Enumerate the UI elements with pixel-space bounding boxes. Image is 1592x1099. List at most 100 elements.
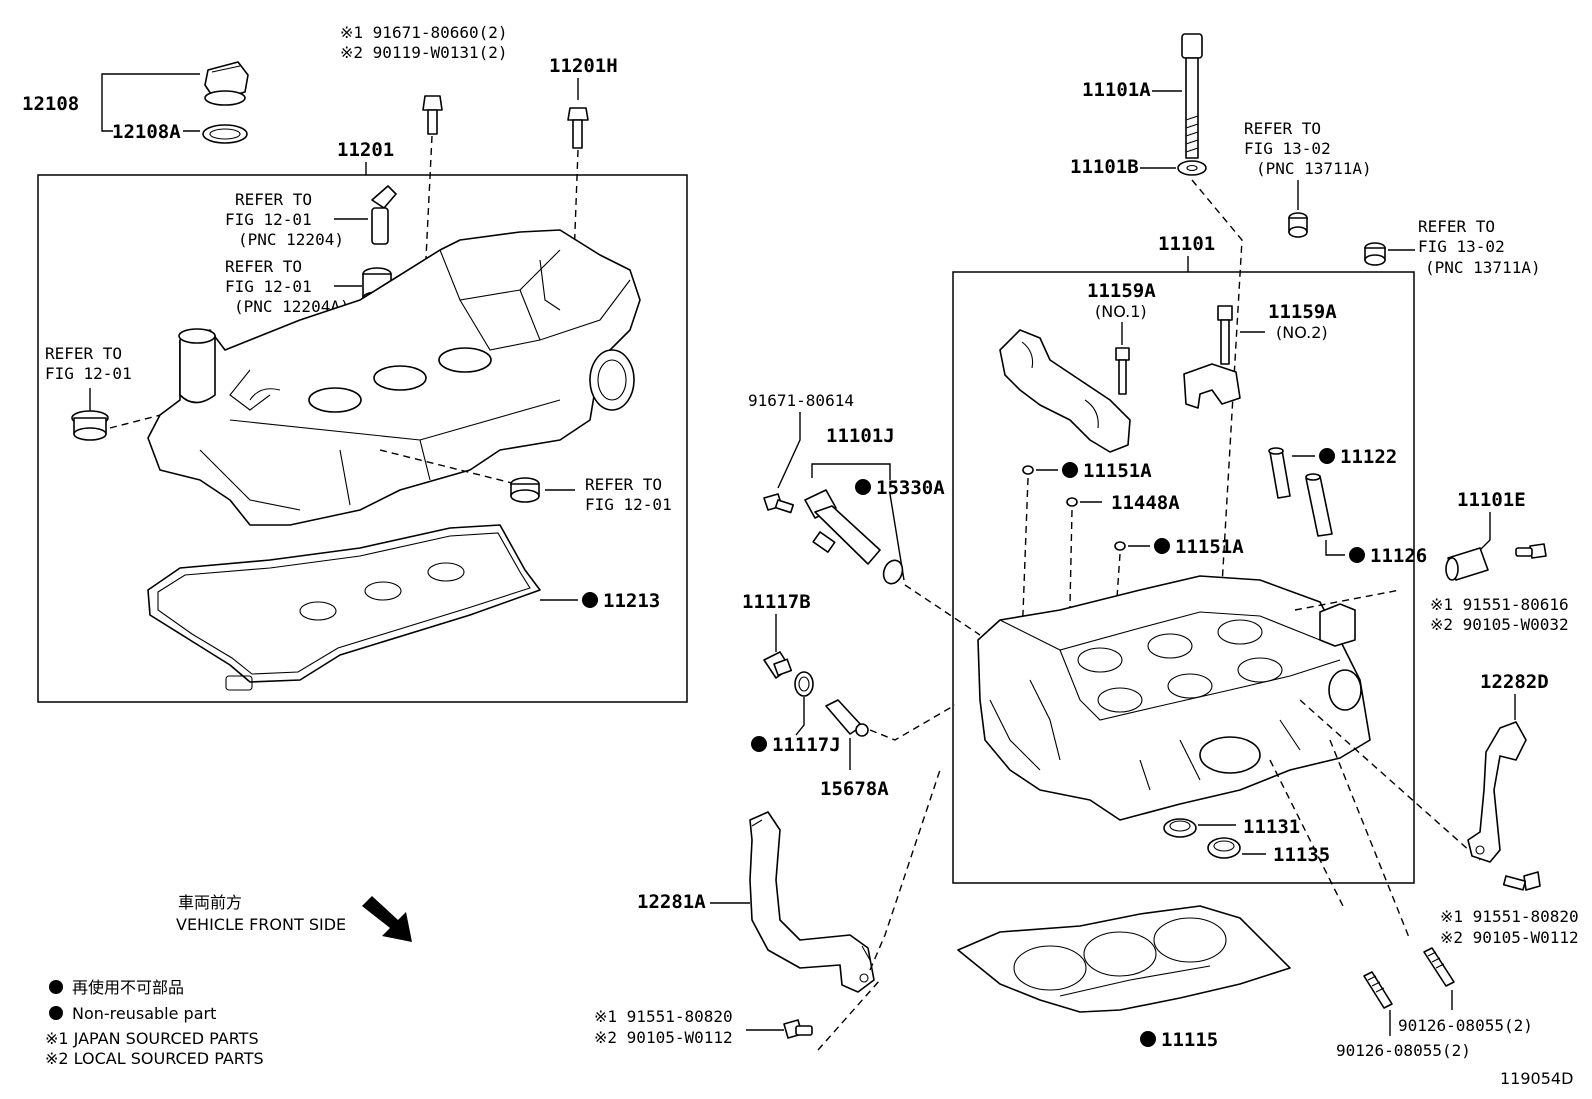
cylinder-head-group-box — [952, 271, 1415, 884]
part-label-12282D: 12282D — [1480, 671, 1549, 693]
h2-note-local: ※2 90105-W0112 — [1440, 928, 1579, 947]
non-reusable-marker — [751, 736, 767, 752]
dowel-pin-b-part — [1114, 541, 1126, 551]
part-label-11151A-b: 11151A — [1175, 536, 1244, 558]
ref-left-line1: REFER TO — [45, 344, 122, 363]
ref-13711A-b-line1: REFER TO — [1418, 217, 1495, 236]
legend-non-reusable-en: Non-reusable part — [72, 1004, 216, 1023]
ref-13711A-b-line2: FIG 13-02 — [1418, 237, 1505, 256]
e-note-japan: ※1 91551-80616 — [1430, 595, 1569, 614]
ref-cap-line1: REFER TO — [585, 475, 662, 494]
stud-bolt-a-part — [1363, 971, 1393, 1009]
cylinder-head-cover-group-box — [37, 174, 688, 703]
stud-11448A-part — [1066, 497, 1078, 507]
part-label-11159A-no2-sub: (NO.2) — [1276, 323, 1328, 342]
part-label-11101E: 11101E — [1457, 489, 1526, 511]
non-reusable-marker — [1062, 462, 1078, 478]
bolt-note-local: ※2 90119-W0131(2) — [340, 43, 508, 62]
part-label-11117J: 11117J — [772, 734, 841, 756]
part-label-91671-80614: 91671-80614 — [748, 391, 854, 410]
part-label-11101B: 11101B — [1070, 156, 1139, 178]
ref-12204-line1: REFER TO — [235, 190, 312, 209]
stud-bolt-part — [567, 107, 589, 149]
pcv-hose-fitting-part — [371, 185, 397, 245]
h2-note-japan: ※1 91551-80820 — [1440, 907, 1579, 926]
camshaft-bearing-cap-no2-part — [1183, 363, 1241, 409]
part-label-11135: 11135 — [1273, 844, 1330, 866]
part-label-11122: 11122 — [1340, 446, 1397, 468]
part-label-11126: 11126 — [1370, 545, 1427, 567]
non-reusable-marker — [855, 479, 871, 495]
camshaft-plug-part — [1288, 212, 1308, 238]
part-label-11201: 11201 — [337, 139, 394, 161]
part-label-11159A-no1: 11159A — [1087, 280, 1156, 302]
head-bolt-washer-part — [1177, 160, 1207, 176]
bolt-note-japan: ※1 91671-80660(2) — [340, 23, 508, 42]
legend-japan-sourced: ※1 JAPAN SOURCED PARTS — [45, 1029, 259, 1048]
part-label-12108A: 12108A — [112, 121, 181, 143]
legend-local-sourced: ※2 LOCAL SOURCED PARTS — [45, 1049, 264, 1068]
part-label-15678A: 15678A — [820, 778, 889, 800]
head-cover-bolt-part — [422, 95, 443, 135]
part-label-11101: 11101 — [1158, 233, 1215, 255]
part-label-11201H: 11201H — [549, 55, 618, 77]
e-note-local: ※2 90105-W0032 — [1430, 615, 1569, 634]
cylinder-head-gasket-part — [957, 905, 1291, 1013]
cylinder-head-cover-part — [147, 229, 641, 526]
non-reusable-marker — [1154, 538, 1170, 554]
ref-12204A-line2: FIG 12-01 — [225, 277, 312, 296]
figure-id: 119054D — [1500, 1069, 1573, 1088]
hanger-bolt-12281A-part — [783, 1019, 813, 1039]
part-label-15330A: 15330A — [876, 477, 945, 499]
part-label-11213: 11213 — [603, 590, 660, 612]
ref-13711A-line3: (PNC 13711A) — [1256, 159, 1372, 178]
ref-12204A-line3: (PNC 12204A) — [234, 297, 350, 316]
head-cover-gasket-part — [147, 524, 541, 691]
camshaft-bearing-cap-no1-part — [1115, 347, 1130, 395]
oil-control-valve-part — [804, 489, 881, 565]
part-label-11101J: 11101J — [826, 425, 895, 447]
vehicle-front-jp: 車両前方 — [178, 893, 242, 912]
h-note-japan: ※1 91551-80820 — [594, 1007, 733, 1026]
grommet-plug-part — [71, 410, 109, 441]
ref-13711A-b-line3: (PNC 13711A) — [1425, 258, 1541, 277]
stud-label-a: 90126-08055(2) — [1336, 1041, 1471, 1060]
head-bolt-part — [1181, 33, 1203, 159]
non-reusable-marker — [1319, 448, 1335, 464]
oil-filler-gasket-part — [202, 124, 248, 144]
ref-12204A-line1: REFER TO — [225, 257, 302, 276]
stud-label-b: 90126-08055(2) — [1398, 1016, 1533, 1035]
oil-filler-cap-part — [204, 61, 249, 106]
part-label-11159A-no1-sub: (NO.1) — [1095, 302, 1147, 321]
part-label-11101A: 11101A — [1082, 79, 1151, 101]
legend-non-reusable-jp: 再使用不可部品 — [72, 978, 184, 997]
ref-left-line2: FIG 12-01 — [45, 364, 132, 383]
vehicle-front-arrow-icon — [362, 896, 412, 942]
legend-dot-icon — [49, 980, 63, 994]
ref-12204-line3: (PNC 12204) — [238, 230, 344, 249]
engine-hanger-12281A-part — [749, 811, 875, 993]
ref-12204-line2: FIG 12-01 — [225, 210, 312, 229]
vehicle-front-en: VEHICLE FRONT SIDE — [176, 915, 346, 934]
union-bolt-15678A-part — [825, 699, 869, 737]
valve-guide-b-part — [1305, 473, 1333, 537]
legend-dot-icon — [49, 1006, 63, 1020]
part-label-11131: 11131 — [1243, 816, 1300, 838]
non-reusable-marker — [582, 592, 598, 608]
camshaft-plug-b-part — [1364, 242, 1386, 266]
part-label-12108: 12108 — [22, 93, 79, 115]
h-note-local: ※2 90105-W0112 — [594, 1028, 733, 1047]
ocv-bolt-part — [763, 493, 795, 514]
engine-hanger-12282D-part — [1467, 721, 1527, 863]
part-label-11159A-no2: 11159A — [1268, 301, 1337, 323]
ocv-o-ring-part — [882, 559, 904, 585]
camshaft-bearing-cap-no2-bolt — [1217, 305, 1233, 365]
sensor-11101E-part — [1445, 547, 1489, 581]
sensor-bolt-part — [1515, 543, 1547, 559]
gasket-11117J-part — [794, 671, 814, 697]
part-label-11117B: 11117B — [742, 591, 811, 613]
ref-13711A-line1: REFER TO — [1244, 119, 1321, 138]
ref-cap-line2: FIG 12-01 — [585, 495, 672, 514]
cylinder-head-part — [977, 575, 1371, 821]
